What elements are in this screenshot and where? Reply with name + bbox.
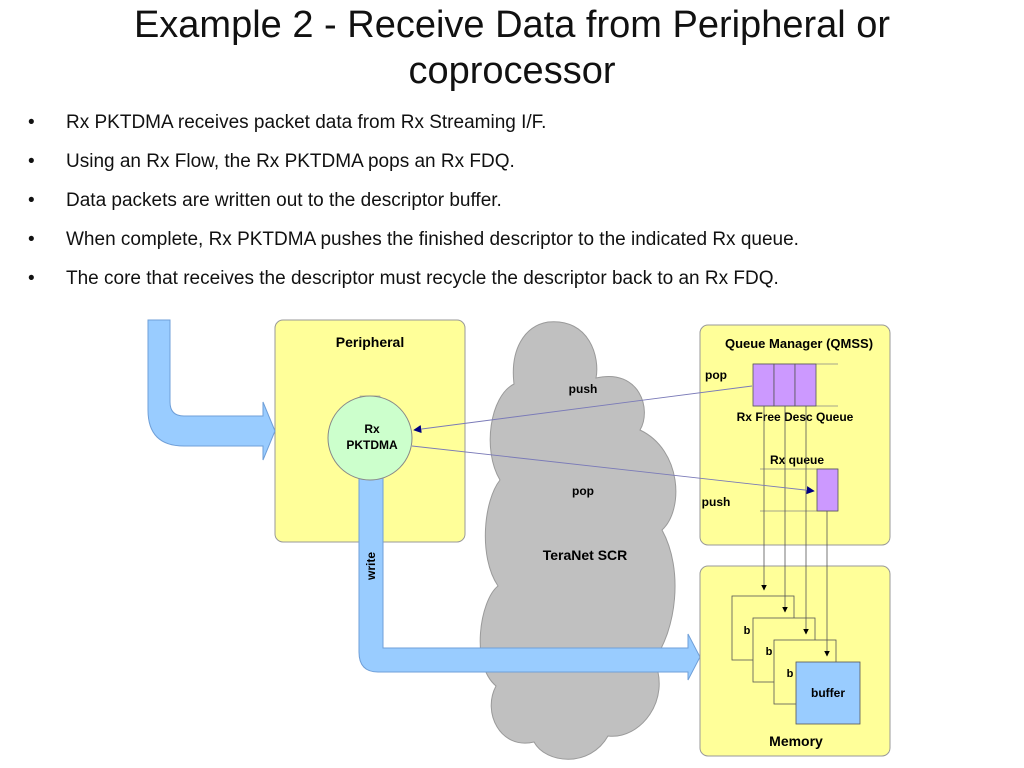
qmss-push-label: push — [702, 495, 731, 509]
teranet-label: TeraNet SCR — [543, 547, 628, 563]
pktdma-circle — [327, 395, 413, 481]
slide-title: Example 2 - Receive Data from Peripheral… — [133, 4, 891, 92]
pktdma-label-line1: Rx — [364, 422, 380, 436]
bullet-item: Rx PKTDMA receives packet data from Rx S… — [28, 110, 1008, 149]
bullet-list: Rx PKTDMA receives packet data from Rx S… — [28, 110, 1008, 305]
qmss-rect — [699, 324, 891, 546]
bullet-item: Data packets are written out to the desc… — [28, 188, 1008, 227]
write-label: write — [364, 552, 378, 581]
rx-queue-slot — [816, 468, 839, 512]
teranet-cloud: push pop TeraNet SCR — [479, 321, 677, 760]
bullet-item: The core that receives the descriptor mu… — [28, 266, 1008, 305]
cloud-pop-label: pop — [572, 484, 594, 498]
pktdma-label-line2: PKTDMA — [346, 438, 398, 452]
write-pipe — [358, 477, 701, 681]
descriptor-b-label: b — [766, 646, 773, 658]
push-flow-arrow — [411, 445, 815, 495]
free-queue-label: Rx Free Desc Queue — [737, 410, 854, 424]
cloud-push-label: push — [569, 382, 598, 396]
memory-label: Memory — [769, 733, 823, 749]
descriptor-b-label: b — [744, 625, 751, 637]
buffer-label: buffer — [811, 686, 845, 700]
buffer-box — [795, 661, 861, 725]
bullet-item: Using an Rx Flow, the Rx PKTDMA pops an … — [28, 149, 1008, 188]
free-queue-slot — [752, 363, 775, 407]
qmss-pop-label: pop — [705, 368, 727, 382]
peripheral-label: Peripheral — [336, 334, 404, 350]
queue-to-memory-links — [761, 406, 830, 657]
memory-box: b b b buffer Memory — [699, 565, 891, 757]
free-queue-slot — [794, 363, 817, 407]
qmss-box: Queue Manager (QMSS) pop Rx Free Desc Qu… — [699, 324, 891, 546]
pop-flow-arrow — [413, 385, 753, 434]
rx-pktdma: Rx PKTDMA — [327, 395, 413, 481]
bullet-item: When complete, Rx PKTDMA pushes the fini… — [28, 227, 1008, 266]
free-queue-slot — [773, 363, 796, 407]
descriptor-b-label: b — [787, 668, 794, 680]
qmss-label: Queue Manager (QMSS) — [725, 336, 873, 351]
input-stream-pipe — [147, 319, 276, 461]
rx-queue-label: Rx queue — [770, 453, 824, 467]
